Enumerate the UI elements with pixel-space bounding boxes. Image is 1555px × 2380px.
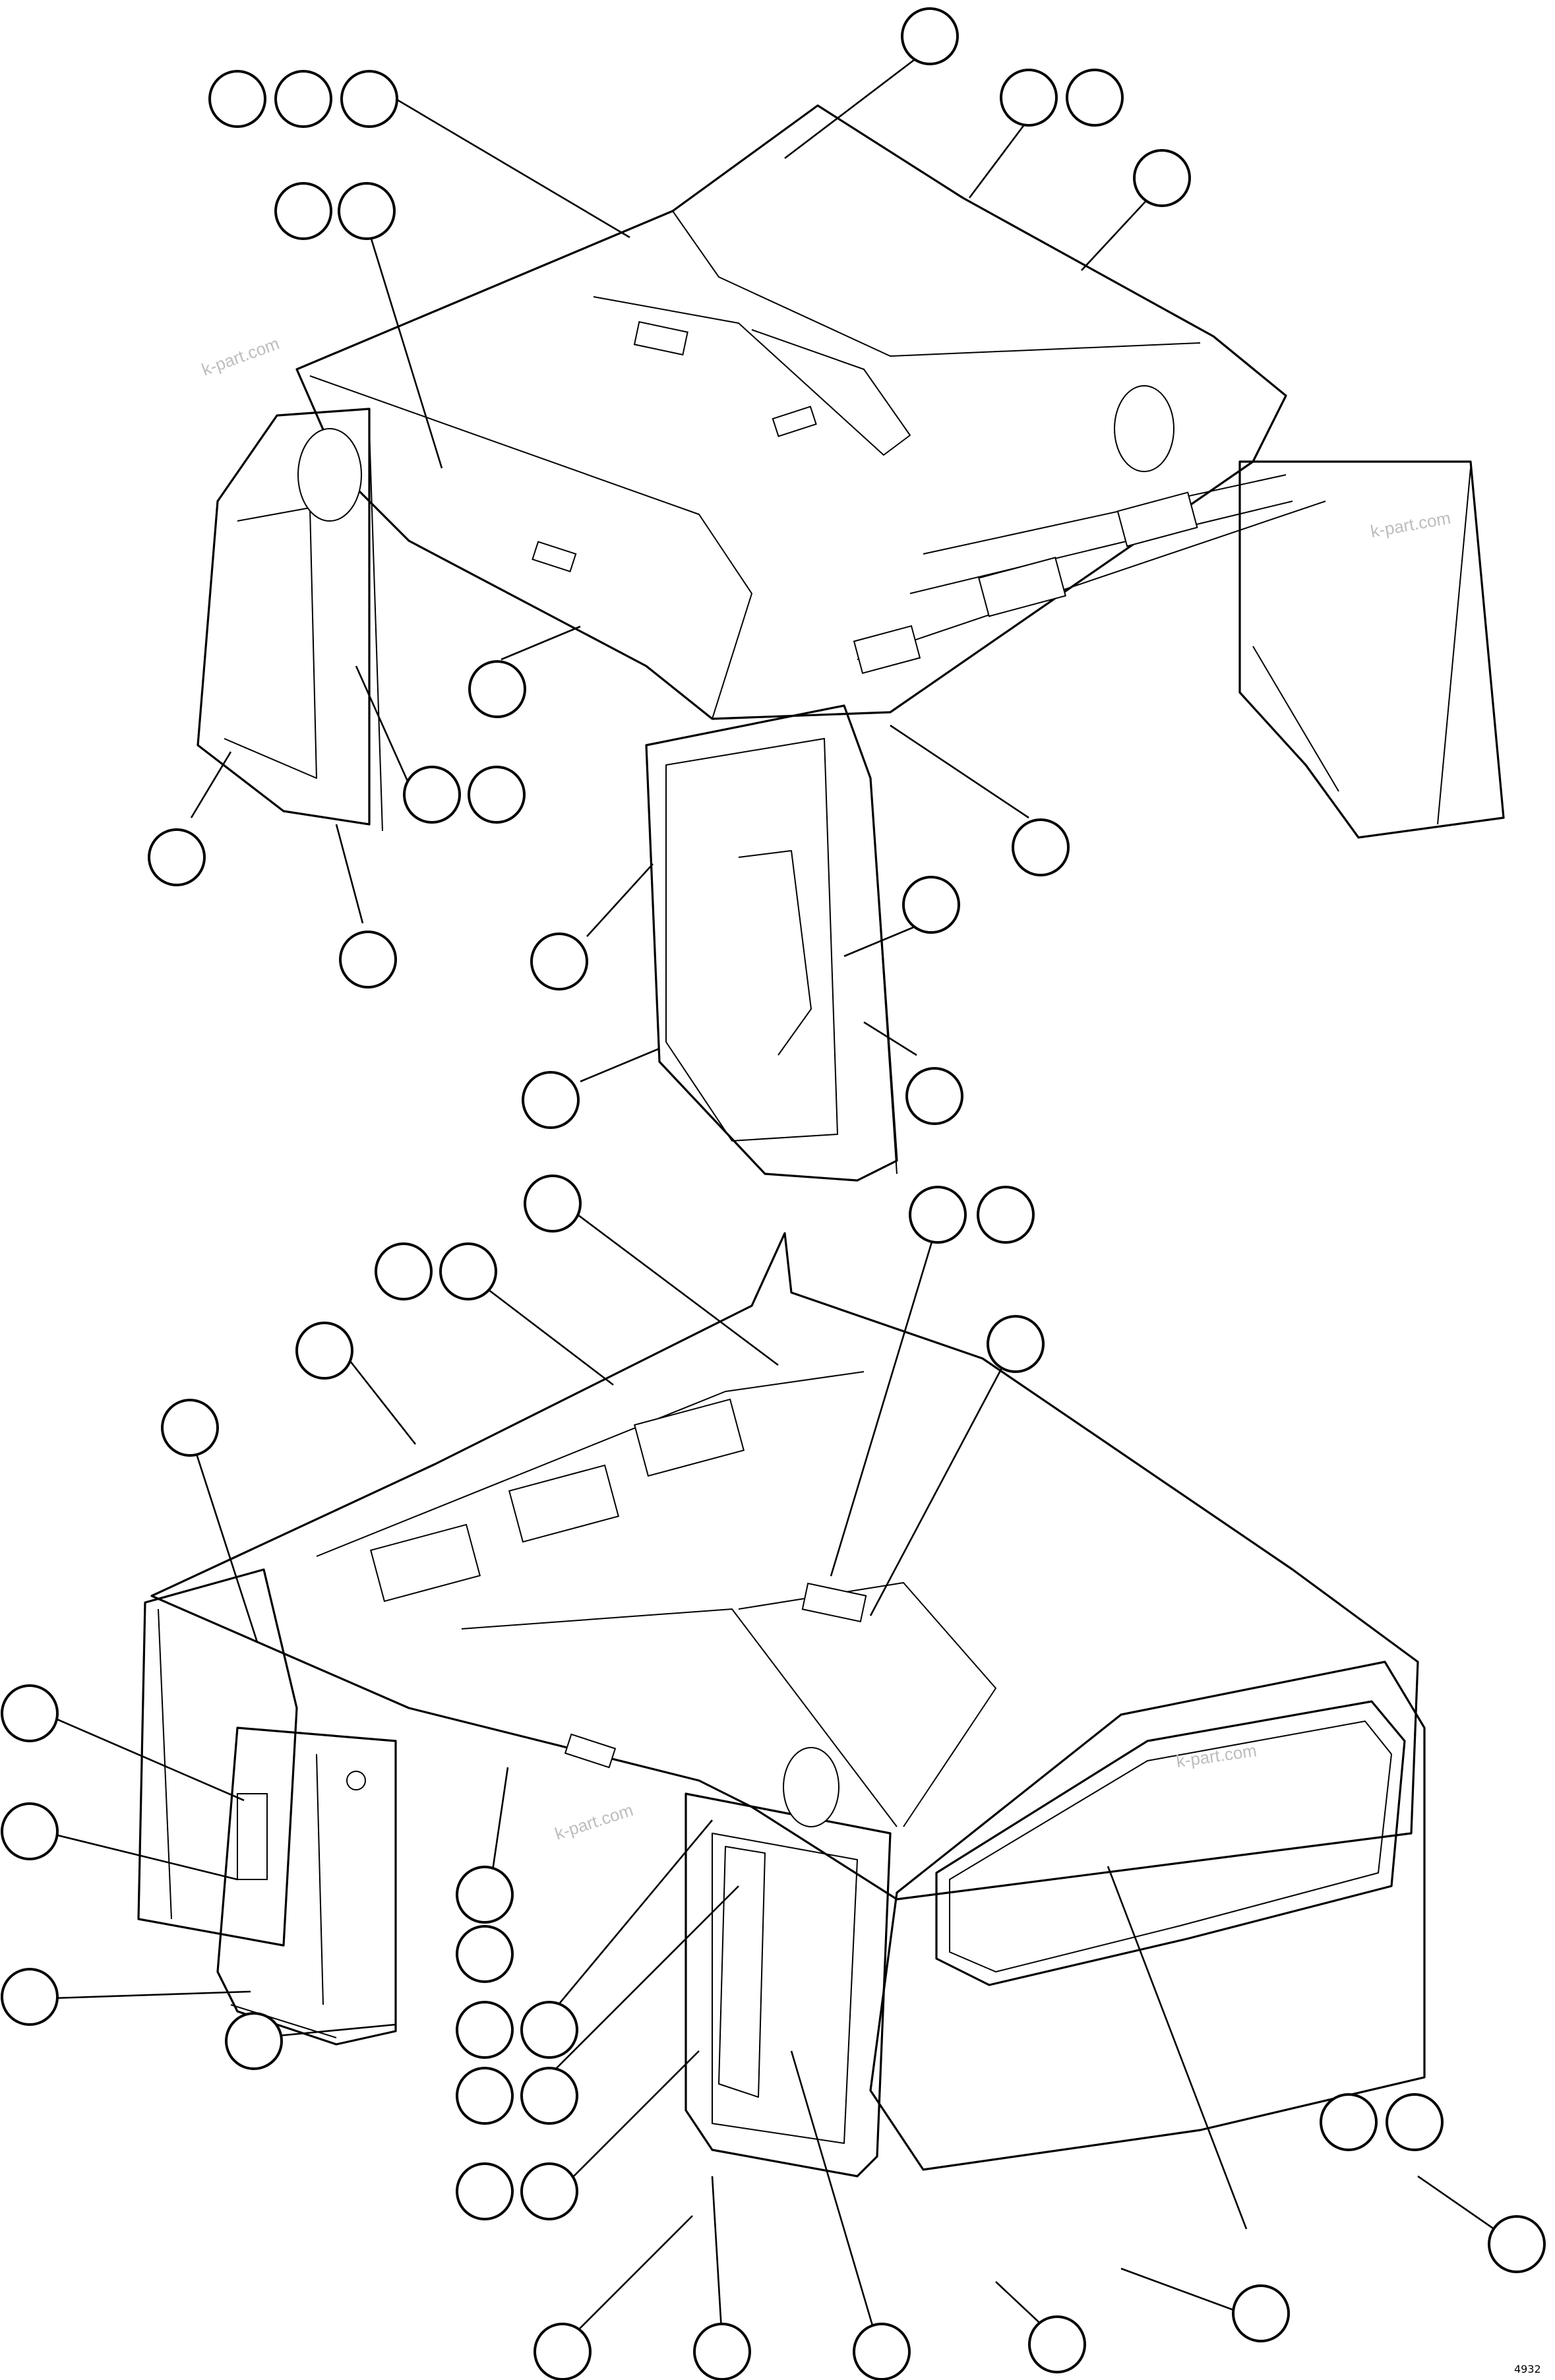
callout-circle: [1, 1684, 59, 1742]
callout-circle: [338, 182, 396, 240]
leader-line: [711, 2176, 723, 2342]
lower-left-side-liner: [137, 1568, 298, 1947]
callout-circle: [456, 2162, 514, 2220]
callout-circle: [520, 2162, 578, 2220]
callout-circle: [456, 2067, 514, 2125]
rear-window-opening: [935, 1700, 1406, 1986]
callout-circle: [901, 7, 959, 65]
callout-circle: [274, 70, 332, 128]
callout-circle: [522, 1071, 580, 1129]
leader-line: [490, 1767, 509, 1880]
lower-rear-wall: [869, 1661, 1426, 2171]
callout-circle: [340, 70, 398, 128]
leader-line: [547, 1819, 713, 2019]
callout-circle: [295, 1322, 353, 1380]
callout-circle: [274, 182, 332, 240]
upper-left-side-liner: [197, 408, 371, 826]
leader-line: [547, 1885, 739, 2078]
callout-circle: [1066, 69, 1124, 127]
watermark-upper-right: k-part.com: [1369, 508, 1452, 541]
callout-circle: [1, 1802, 59, 1860]
lower-cab-liner-assembly: k-part.com k-part.com: [1, 1175, 1546, 2380]
lower-roof-panel: [150, 1232, 1419, 1901]
leader-line: [580, 1047, 660, 1083]
watermark-lower-right: k-part.com: [1175, 1740, 1258, 1771]
callout-circle: [902, 876, 960, 934]
callout-circle: [534, 2323, 592, 2380]
leader-line: [830, 1226, 938, 1577]
callout-circle: [524, 1175, 582, 1233]
upper-door-liner: [645, 704, 898, 1182]
lower-door-liner: [685, 1792, 892, 2178]
upper-cab-liner-assembly: k-part.com k-part.com: [148, 7, 1505, 1182]
leader-line: [566, 2215, 693, 2342]
callout-circle: [456, 2001, 514, 2059]
callout-circle: [161, 1399, 219, 1457]
leader-line: [52, 1990, 251, 1999]
callout-circle: [208, 70, 266, 128]
callout-circle: [905, 1067, 963, 1125]
callout-circle: [987, 1315, 1045, 1373]
callout-circle: [693, 2323, 751, 2380]
leader-line: [361, 210, 443, 469]
callout-circle: [439, 1242, 497, 1300]
leader-line: [863, 1021, 917, 1056]
callout-circle: [375, 1242, 433, 1300]
callout-circle: [1028, 2315, 1086, 2373]
callout-circle: [1, 1968, 59, 2026]
leader-line: [843, 922, 924, 958]
callout-circle: [339, 931, 397, 989]
callout-circle: [148, 828, 206, 886]
leader-line: [586, 863, 654, 937]
callout-circle: [468, 766, 526, 824]
leader-line: [190, 751, 232, 818]
callout-circle: [1133, 149, 1191, 207]
watermark-lower-center: k-part.com: [553, 1800, 636, 1843]
callout-circle: [1012, 818, 1070, 876]
leader-line: [890, 724, 1029, 819]
callout-circle: [1386, 2093, 1444, 2151]
leader-line: [869, 1341, 1017, 1616]
callout-circle: [225, 2012, 283, 2070]
leader-line: [49, 1832, 238, 1881]
leader-line: [560, 2050, 700, 2190]
callout-circle: [909, 1186, 967, 1244]
leader-line: [1417, 2175, 1504, 2237]
leader-line: [335, 824, 364, 924]
callout-circle: [853, 2323, 911, 2380]
callout-circle: [1320, 2093, 1378, 2151]
leader-line: [1120, 2267, 1247, 2316]
leader-line: [342, 1351, 417, 1445]
page-code: 4932: [1514, 2363, 1541, 2375]
callout-circle: [456, 1925, 514, 1983]
leader-line: [190, 1437, 259, 1643]
callout-circle: [456, 1866, 514, 1924]
callout-circle: [1488, 2215, 1546, 2273]
lower-left-front-liner: [216, 1726, 397, 2046]
watermark-upper-left: k-part.com: [199, 333, 282, 379]
leader-line: [474, 1278, 614, 1386]
leader-line: [355, 665, 413, 792]
upper-right-side-liner: [1238, 460, 1505, 839]
callout-circle: [1000, 69, 1058, 127]
leader-line: [566, 1205, 779, 1366]
leader-line: [46, 1713, 245, 1802]
callout-circle: [1232, 2284, 1290, 2342]
callout-circle: [520, 2001, 578, 2059]
leader-line: [501, 625, 581, 661]
leader-line: [395, 98, 630, 239]
leader-line: [1107, 1866, 1248, 2230]
callout-circle: [520, 2067, 578, 2125]
callout-circle: [403, 766, 461, 824]
leader-line: [790, 2050, 878, 2342]
callout-circle: [468, 660, 526, 718]
callout-circle: [977, 1186, 1035, 1244]
callout-circle: [530, 932, 588, 991]
